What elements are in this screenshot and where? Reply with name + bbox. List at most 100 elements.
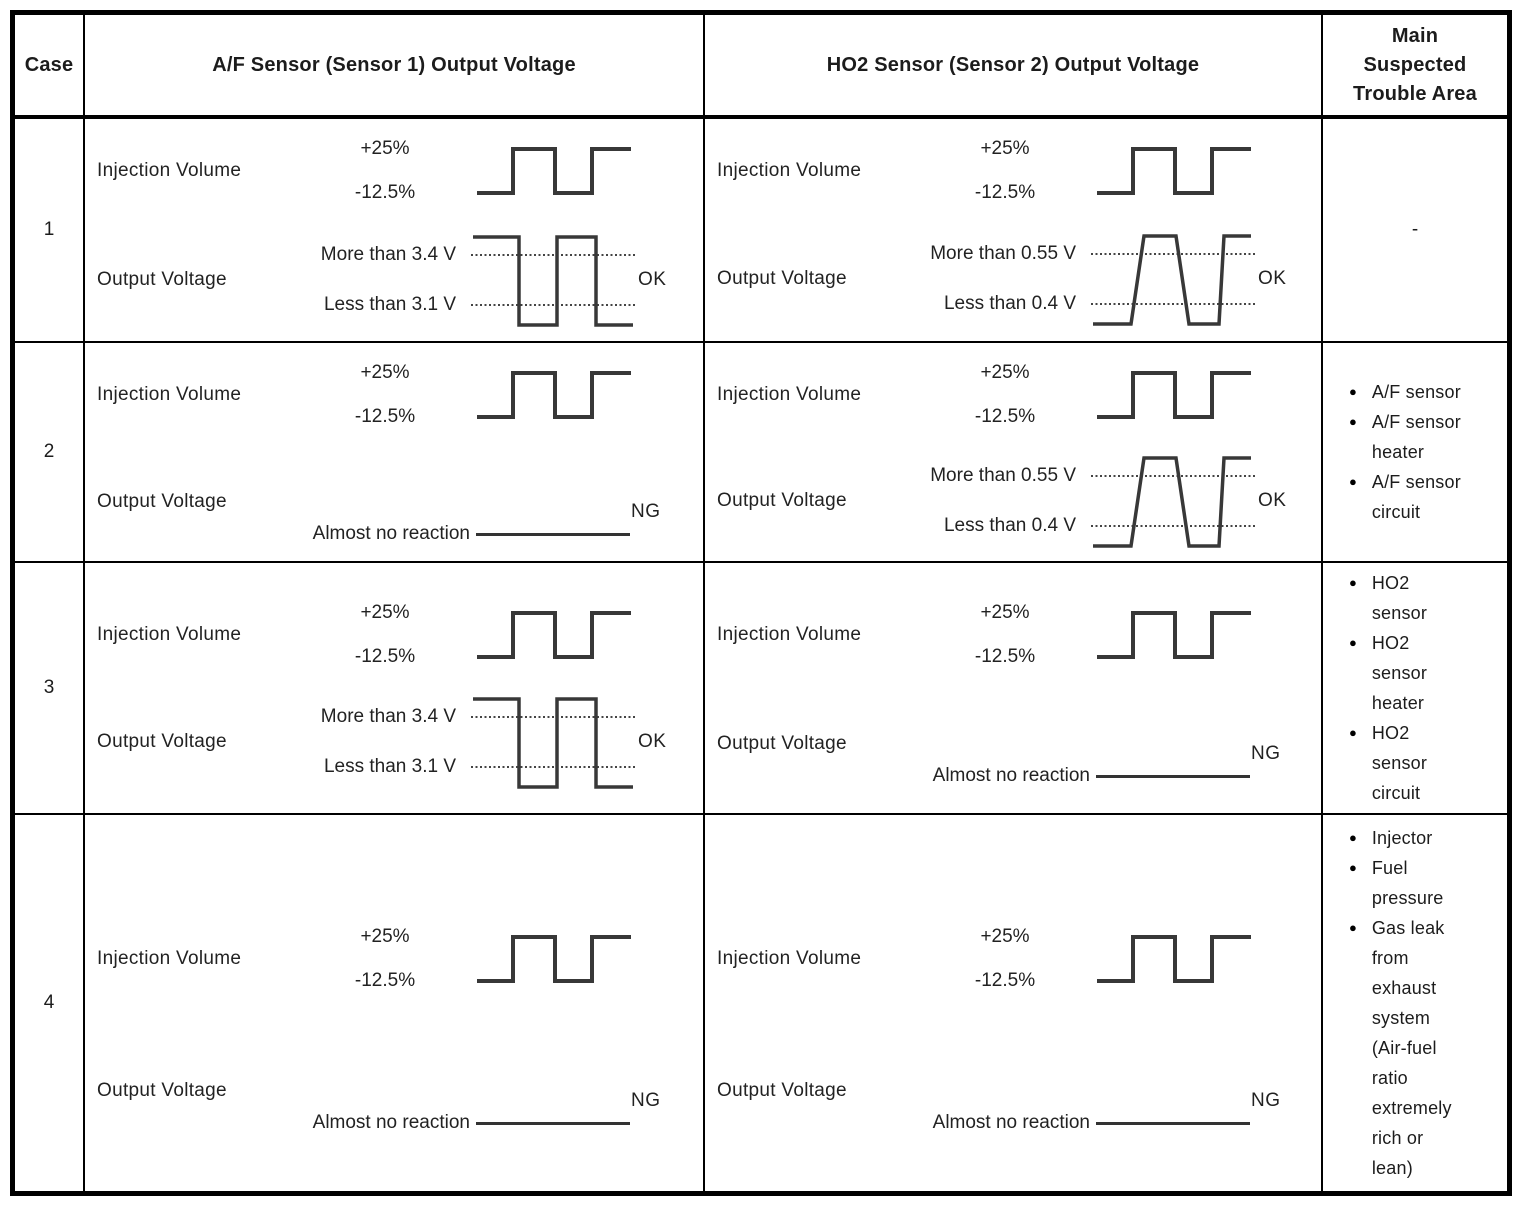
case-1-af-cell: Injection Volume +25% -12.5% More than 3… — [85, 119, 705, 343]
output-voltage-label: Output Voltage — [97, 731, 227, 752]
header-trouble-line: Trouble Area — [1353, 82, 1477, 105]
injection-volume-label: Injection Volume — [717, 160, 862, 181]
injection-waveform — [1095, 611, 1253, 659]
injection-waveform — [475, 371, 633, 419]
plus-25-label: +25% — [980, 602, 1030, 623]
injection-waveform — [1095, 935, 1253, 983]
upper-threshold-label: More than 3.4 V — [320, 706, 456, 727]
injection-volume-group: Injection Volume +25% -12.5% — [705, 138, 1321, 203]
output-voltage-label: Output Voltage — [97, 269, 227, 290]
verdict-label: NG — [1251, 743, 1281, 764]
bullet-icon: ● — [1349, 725, 1357, 740]
injection-volume-group: Injection Volume +25% -12.5% — [85, 138, 703, 203]
header-ho2-sensor: HO2 Sensor (Sensor 2) Output Voltage — [705, 15, 1323, 119]
bullet-icon: ● — [1349, 384, 1357, 399]
lower-threshold-label: Less than 3.1 V — [323, 294, 456, 315]
verdict-label: NG — [631, 1090, 661, 1111]
injection-waveform — [1095, 371, 1253, 419]
injection-volume-label: Injection Volume — [97, 160, 242, 181]
verdict-label: OK — [638, 731, 667, 752]
output-voltage-group: More than 3.4 V Output Voltage Less than… — [85, 234, 703, 328]
case-number: 1 — [15, 119, 85, 343]
no-reaction-label: Almost no reaction — [932, 765, 1090, 786]
output-voltage-group: Output Voltage Almost no reaction NG — [705, 1080, 1321, 1140]
header-ho2-label: HO2 Sensor (Sensor 2) Output Voltage — [826, 53, 1200, 76]
no-reaction-label: Almost no reaction — [312, 523, 470, 544]
injection-volume-label: Injection Volume — [97, 624, 242, 645]
case-3-ho2-cell: Injection Volume +25% -12.5% Output Volt… — [705, 563, 1323, 815]
injection-volume-group: Injection Volume +25% -12.5% — [85, 362, 703, 427]
bullet-icon: ● — [1349, 575, 1357, 590]
ho2-output-waveform-ok — [1091, 456, 1259, 548]
af-output-waveform-ok — [471, 235, 639, 327]
injection-volume-group: Injection Volume +25% -12.5% — [85, 602, 703, 667]
injection-waveform — [475, 935, 633, 983]
case-number: 4 — [15, 815, 85, 1191]
verdict-label: OK — [1258, 490, 1287, 511]
output-voltage-label: Output Voltage — [97, 491, 227, 512]
verdict-label: NG — [1251, 1090, 1281, 1111]
minus-12-label: -12.5% — [354, 406, 416, 427]
upper-threshold-label: More than 0.55 V — [930, 465, 1076, 486]
injection-waveform — [1095, 147, 1253, 195]
bullet-icon: ● — [1349, 414, 1357, 429]
diagnostic-table: Case A/F Sensor (Sensor 1) Output Voltag… — [10, 10, 1512, 1196]
output-voltage-label: Output Voltage — [717, 733, 847, 754]
verdict-label: OK — [1258, 268, 1287, 289]
af-output-waveform-ok — [471, 697, 639, 789]
output-voltage-label: Output Voltage — [717, 1080, 847, 1101]
case-1-label: 1 — [43, 219, 55, 240]
case-4-ho2-cell: Injection Volume +25% -12.5% Output Volt… — [705, 815, 1323, 1191]
injection-volume-label: Injection Volume — [717, 948, 862, 969]
verdict-label: NG — [631, 501, 661, 522]
flatline-waveform — [476, 533, 630, 536]
injection-volume-group: Injection Volume +25% -12.5% — [705, 362, 1321, 427]
upper-threshold-label: More than 0.55 V — [930, 243, 1076, 264]
injection-waveform — [475, 147, 633, 195]
injection-volume-label: Injection Volume — [97, 384, 242, 405]
lower-threshold-label: Less than 0.4 V — [943, 515, 1076, 536]
output-voltage-group: More than 3.4 V Output Voltage Less than… — [85, 696, 703, 790]
injection-volume-label: Injection Volume — [717, 384, 862, 405]
injection-waveform — [475, 611, 633, 659]
minus-12-label: -12.5% — [974, 182, 1036, 203]
output-voltage-label: Output Voltage — [97, 1080, 227, 1101]
injection-volume-group: Injection Volume +25% -12.5% — [85, 926, 703, 991]
minus-12-label: -12.5% — [974, 646, 1036, 667]
output-voltage-group: Output Voltage Almost no reaction NG — [85, 1080, 703, 1140]
output-voltage-label: Output Voltage — [717, 490, 847, 511]
minus-12-label: -12.5% — [974, 406, 1036, 427]
plus-25-label: +25% — [980, 926, 1030, 947]
output-voltage-group: More than 0.55 V Output Voltage Less tha… — [705, 455, 1321, 549]
bullet-icon: ● — [1349, 635, 1357, 650]
case-2-af-cell: Injection Volume +25% -12.5% Output Volt… — [85, 343, 705, 563]
header-trouble-lines: Main Suspected Trouble Area — [1353, 22, 1477, 109]
trouble-item-text: A/F sensor — [1371, 382, 1461, 402]
header-trouble-area: Main Suspected Trouble Area — [1323, 15, 1507, 119]
bullet-icon: ● — [1349, 860, 1357, 875]
plus-25-label: +25% — [360, 138, 410, 159]
minus-12-label: -12.5% — [354, 646, 416, 667]
output-voltage-label: Output Voltage — [717, 268, 847, 289]
plus-25-label: +25% — [980, 138, 1030, 159]
minus-12-label: -12.5% — [354, 970, 416, 991]
bullet-icon: ● — [1349, 830, 1357, 845]
output-voltage-group: More than 0.55 V Output Voltage Less tha… — [705, 233, 1321, 327]
output-voltage-group: Output Voltage Almost no reaction NG — [85, 491, 703, 551]
no-reaction-label: Almost no reaction — [932, 1112, 1090, 1133]
flatline-waveform — [476, 1122, 630, 1125]
case-4-af-cell: Injection Volume +25% -12.5% Output Volt… — [85, 815, 705, 1191]
